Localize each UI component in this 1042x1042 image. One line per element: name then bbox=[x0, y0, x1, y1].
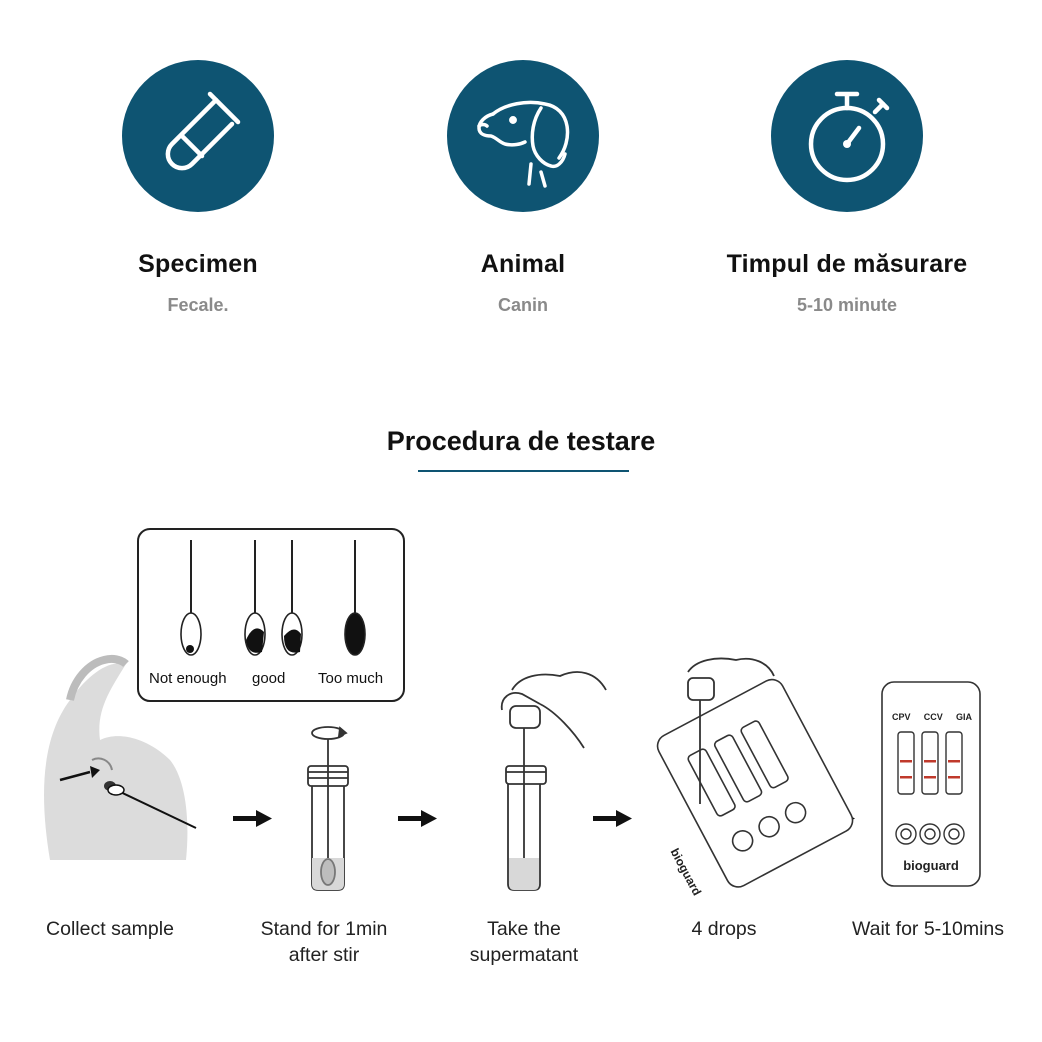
lane-label: GIA bbox=[955, 712, 972, 722]
feature-value: 5-10 minute bbox=[796, 295, 898, 315]
feature-circle bbox=[122, 60, 274, 212]
cassette-brand: bioguard bbox=[903, 858, 959, 873]
swab-too-much bbox=[344, 612, 366, 656]
result-cassette-illustration bbox=[881, 681, 981, 887]
lane-label: CPV bbox=[892, 712, 911, 722]
procedure-title: Procedura de testare bbox=[386, 426, 656, 456]
lane-label: CCV bbox=[923, 712, 943, 722]
stir-tube-illustration bbox=[307, 726, 349, 891]
feature-value: Canin bbox=[497, 295, 548, 315]
procedure-title-underline bbox=[418, 470, 629, 472]
feature-measurement-time: Timpul de măsurare 5-10 minute bbox=[697, 60, 997, 316]
step-label-four-drops: 4 drops bbox=[691, 918, 757, 940]
feature-specimen: Specimen Fecale. bbox=[48, 60, 348, 316]
feature-circle bbox=[447, 60, 599, 212]
feature-animal: Animal Canin bbox=[373, 60, 673, 316]
swab-label-not-enough: Not enough bbox=[149, 670, 227, 687]
feature-value: Fecale. bbox=[167, 295, 229, 315]
dog-head-icon bbox=[477, 100, 570, 188]
step-label-collect-sample: Collect sample bbox=[46, 918, 174, 940]
dog-rear-illustration bbox=[44, 654, 197, 860]
swab-not-enough bbox=[180, 612, 202, 656]
test-tube-icon bbox=[165, 91, 241, 171]
feature-circle bbox=[771, 60, 923, 212]
step-label-wait: Wait for 5-10mins bbox=[851, 918, 1005, 940]
swab-label-good: good bbox=[252, 670, 286, 687]
swab-label-too-much: Too much bbox=[318, 670, 384, 687]
cassette-lane-labels: CPV CCV GIA bbox=[892, 712, 972, 722]
step-label-take-supernatant: Take the supermatant bbox=[469, 918, 579, 966]
feature-title: Timpul de măsurare bbox=[726, 250, 968, 278]
stopwatch-icon bbox=[808, 91, 890, 183]
take-supernatant-illustration bbox=[500, 671, 607, 891]
four-drops-illustration bbox=[656, 657, 854, 888]
swab-quality-box bbox=[137, 528, 405, 702]
step-label-stand: Stand for 1min after stir bbox=[260, 918, 388, 966]
feature-title: Animal bbox=[480, 250, 566, 278]
feature-title: Specimen bbox=[138, 250, 258, 278]
